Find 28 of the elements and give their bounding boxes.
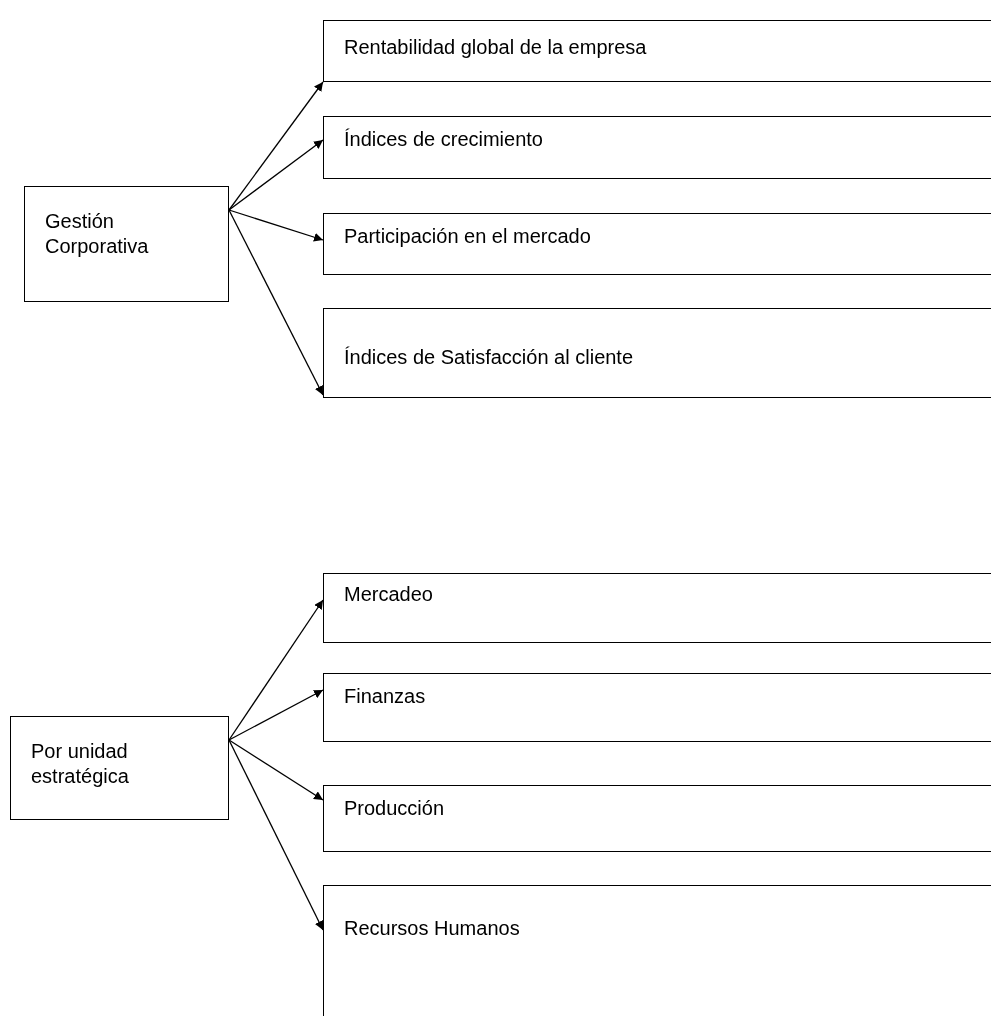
item-box xyxy=(323,885,991,1016)
box-label: Producción xyxy=(344,796,445,821)
item-box xyxy=(323,20,991,82)
item-box xyxy=(323,573,991,643)
item-box xyxy=(323,213,991,275)
box-label: Rentabilidad global de la empresa xyxy=(344,35,647,60)
category-box xyxy=(10,716,229,820)
box-label: Recursos Humanos xyxy=(344,916,520,941)
arrow xyxy=(228,139,324,211)
item-box xyxy=(323,785,991,852)
box-label: Participación en el mercado xyxy=(344,224,591,249)
arrow xyxy=(228,209,324,242)
category-box xyxy=(24,186,229,302)
arrow xyxy=(228,81,324,211)
arrow xyxy=(228,689,324,741)
item-box xyxy=(323,308,991,398)
box-label: Índices de Satisfacción al cliente xyxy=(344,345,634,370)
arrow xyxy=(228,209,324,396)
arrow xyxy=(228,739,324,801)
item-box xyxy=(323,116,991,179)
box-label: Finanzas xyxy=(344,684,426,709)
arrow xyxy=(228,599,324,741)
item-box xyxy=(323,673,991,742)
box-label: Por unidad estratégica xyxy=(31,739,130,789)
arrow xyxy=(228,739,324,931)
box-label: Índices de crecimiento xyxy=(344,127,543,152)
box-label: Gestión Corporativa xyxy=(45,209,150,259)
box-label: Mercadeo xyxy=(344,582,433,607)
